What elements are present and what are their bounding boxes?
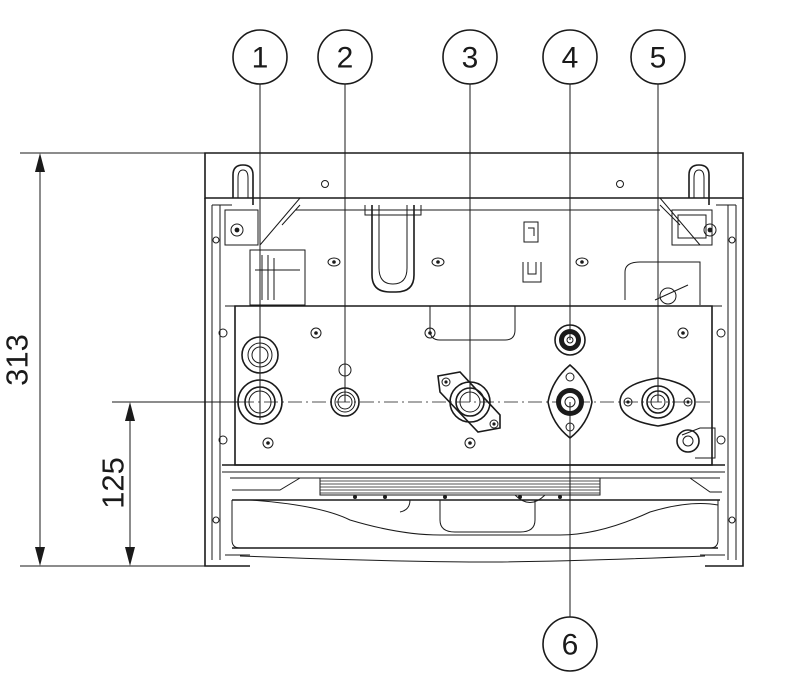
connection-height-dimension: 125: [96, 457, 131, 509]
callout-6-label: 6: [562, 629, 579, 662]
callout-2: 2: [317, 29, 373, 85]
callout-3-label: 3: [462, 42, 479, 75]
overall-height-dimension: 313: [0, 334, 35, 386]
leader-lines: [259, 84, 659, 617]
callout-4-label: 4: [562, 42, 579, 75]
dimension-lines: [20, 152, 240, 567]
callout-2-label: 2: [337, 42, 354, 75]
callout-5: 5: [630, 29, 686, 85]
callout-5-label: 5: [650, 42, 667, 75]
callout-3: 3: [442, 29, 498, 85]
callout-1-label: 1: [252, 42, 269, 75]
boiler-housing: [204, 152, 744, 567]
callout-4: 4: [542, 29, 598, 85]
connection-3-fitting: [437, 371, 501, 433]
callout-1: 1: [232, 29, 288, 85]
callout-6: 6: [542, 616, 598, 672]
